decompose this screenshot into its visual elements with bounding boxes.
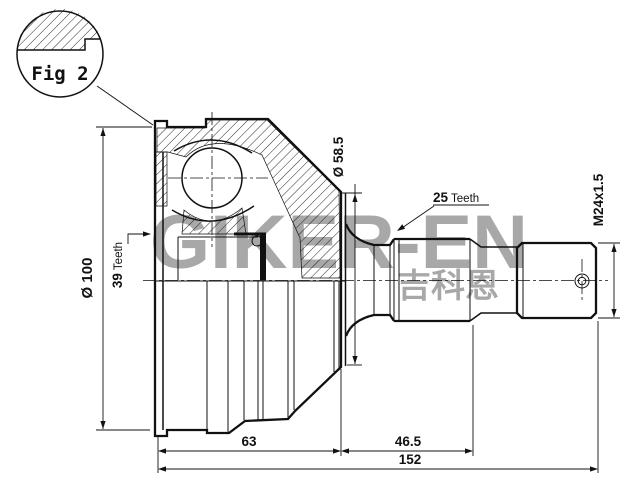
- outer-race-arc: [173, 139, 253, 154]
- watermark-brand: GIKER-EN: [150, 200, 528, 285]
- thread-hole: [574, 259, 590, 303]
- boot-groove-bottom: [344, 313, 395, 337]
- dim-shaft-length: 46.5: [341, 434, 473, 454]
- left-rim-hatch: [155, 151, 168, 207]
- dim-total-length: 152: [158, 452, 598, 472]
- fig2-label: Fig 2: [31, 63, 88, 85]
- dim-thread-label: M24x1.5: [591, 173, 606, 226]
- dim-outer-diameter: Ø 100: [79, 126, 152, 431]
- dim-thread: M24x1.5: [591, 173, 620, 319]
- fig2-circle: [16, 10, 104, 98]
- dim-body-length: 63: [158, 434, 341, 454]
- fig2-hatch-region: [17, 8, 101, 50]
- bell-housing-outline: [153, 117, 343, 438]
- dim-total-length-label: 152: [399, 452, 422, 467]
- bell-view-lines: [156, 280, 345, 432]
- dim-flange-diameter: Ø 58.5: [331, 136, 362, 366]
- watermark-cjk: 吉科恩: [397, 267, 499, 304]
- dim-shaft-length-label: 46.5: [395, 434, 422, 449]
- dim-inner-spline-label: 39Teeth: [110, 242, 125, 288]
- dim-body-length-label: 63: [241, 434, 257, 449]
- snap-ring: [251, 235, 263, 247]
- spline-section: [393, 237, 471, 323]
- fig2-leader-line: [96, 85, 154, 126]
- dim-flange-diameter-label: Ø 58.5: [331, 136, 346, 177]
- thread-section: [515, 241, 598, 320]
- bearing-ball: [168, 112, 268, 247]
- bore-section: [177, 232, 266, 280]
- dim-inner-spline-leader: 39Teeth: [110, 231, 151, 288]
- fig2-edge-profile: [17, 38, 101, 51]
- fig2-detail: Fig 2: [16, 8, 154, 126]
- dim-extension-lines: [157, 321, 599, 473]
- dim-outer-diameter-label: Ø 100: [79, 258, 96, 299]
- shaft-outline: [344, 223, 598, 337]
- snap-ring-groove: [260, 233, 266, 280]
- inner-race-arc: [171, 205, 255, 222]
- watermark: GIKER-EN 吉科恩: [150, 200, 528, 304]
